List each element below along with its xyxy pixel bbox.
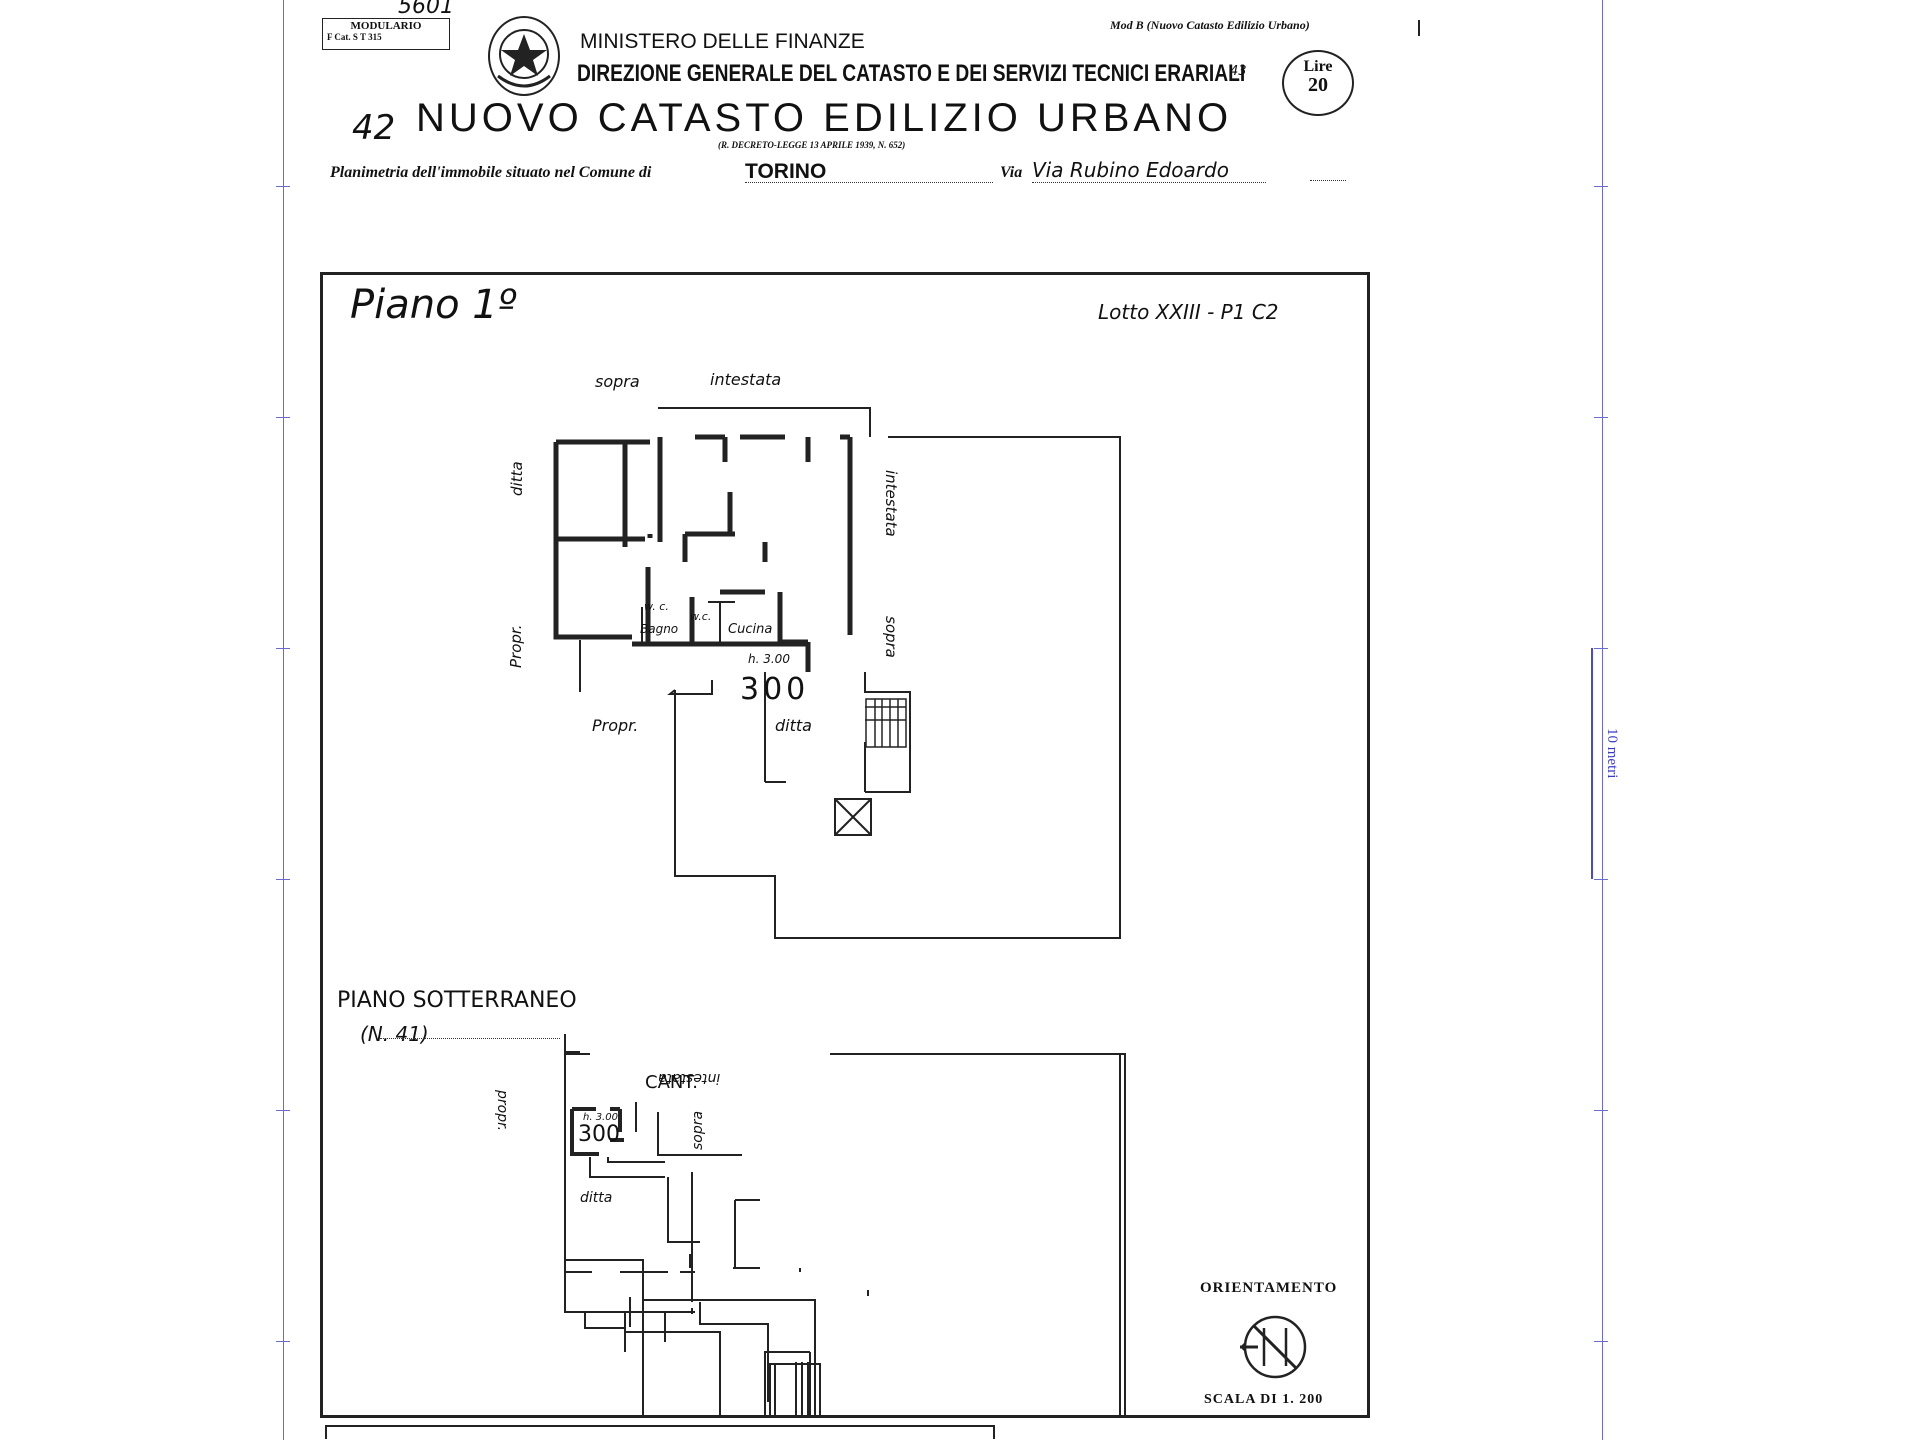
modulario-code: F Cat. S T 315: [327, 32, 382, 42]
margin-tick: [276, 879, 290, 880]
basement-ref-line: [380, 1030, 560, 1039]
margin-tick: [1594, 879, 1608, 880]
lotto-label: Lotto XXIII - P1 C2: [1098, 300, 1279, 324]
compass-icon: [1240, 1312, 1310, 1382]
modulario-box: MODULARIO F Cat. S T 315: [322, 18, 450, 50]
state-seal-icon: [488, 16, 560, 96]
label-cucina: Cucina: [728, 622, 773, 637]
label-bagno: Bagno: [640, 622, 679, 636]
label-unit-number: 300: [740, 672, 810, 707]
via-field: Via Rubino Edoardo: [1032, 158, 1266, 183]
modulario-label: MODULARIO: [350, 20, 422, 32]
margin-tick: [276, 648, 290, 649]
model-label: Mod B (Nuovo Catasto Edilizio Urbano): [1110, 18, 1310, 32]
lire-value: 20: [1308, 74, 1328, 96]
margin-tick: [1594, 1110, 1608, 1111]
lire-label: Lire: [1303, 58, 1333, 75]
label-height: h. 3.00: [748, 652, 790, 666]
label-propr-bottom: Propr.: [592, 716, 639, 735]
scale-ruler: [1591, 648, 1593, 879]
right-margin-line: [1602, 0, 1603, 1440]
floor1-plan: [553, 407, 1121, 939]
label-ditta-bottom: ditta: [775, 716, 812, 735]
basement-label-ditta: ditta: [580, 1190, 613, 1206]
label-wc2: w.c.: [690, 610, 712, 623]
scale-label: SCALA DI 1. 200: [1204, 1392, 1324, 1407]
floor1-title: Piano 1º: [350, 282, 517, 328]
margin-tick: [276, 186, 290, 187]
top-right-mark: [1418, 20, 1420, 36]
basement-ref: (N. 41): [360, 1022, 429, 1046]
via-value: Via Rubino Edoardo: [1032, 158, 1229, 182]
margin-tick: [1594, 417, 1608, 418]
margin-tick: [276, 417, 290, 418]
margin-tick: [1594, 648, 1608, 649]
bottom-strip: [325, 1425, 995, 1439]
direction-title: DIREZIONE GENERALE DEL CATASTO E DEI SER…: [577, 60, 1246, 87]
lire-stamp: Lire 20: [1282, 50, 1354, 116]
label-wc1: w. c.: [644, 600, 669, 613]
comune-value: TORINO: [745, 160, 827, 183]
decree-note: (R. DECRETO-LEGGE 13 APRILE 1939, N. 652…: [718, 140, 906, 150]
plan-frame: [320, 272, 1370, 1418]
margin-tick: [1594, 1341, 1608, 1342]
basement-label-unit-number: 300: [578, 1122, 620, 1147]
direction-note: 43: [1230, 64, 1247, 79]
via-field-extra: [1310, 174, 1346, 181]
left-margin-line: [283, 0, 284, 1440]
ministry-title: MINISTERO DELLE FINANZE: [580, 30, 865, 53]
side-number: 42: [352, 108, 396, 148]
basement-label-height: h. 3.00: [583, 1112, 618, 1123]
margin-tick: [276, 1341, 290, 1342]
margin-tick: [276, 1110, 290, 1111]
comune-field: TORINO: [745, 160, 993, 183]
basement-title: PIANO SOTTERRANEO: [337, 988, 577, 1013]
margin-tick: [1594, 186, 1608, 187]
label-sopra: sopra: [595, 372, 640, 391]
basement-label-cant: CANT.: [645, 1072, 698, 1093]
label-intestata: intestata: [710, 370, 782, 389]
via-label: Via: [1000, 164, 1023, 181]
scribble-top: 5601: [398, 0, 454, 19]
orientation-label: ORIENTAMENTO: [1200, 1280, 1338, 1296]
planimetry-label: Planimetria dell'immobile situato nel Co…: [330, 164, 652, 181]
document-title: NUOVO CATASTO EDILIZIO URBANO: [416, 96, 1233, 140]
